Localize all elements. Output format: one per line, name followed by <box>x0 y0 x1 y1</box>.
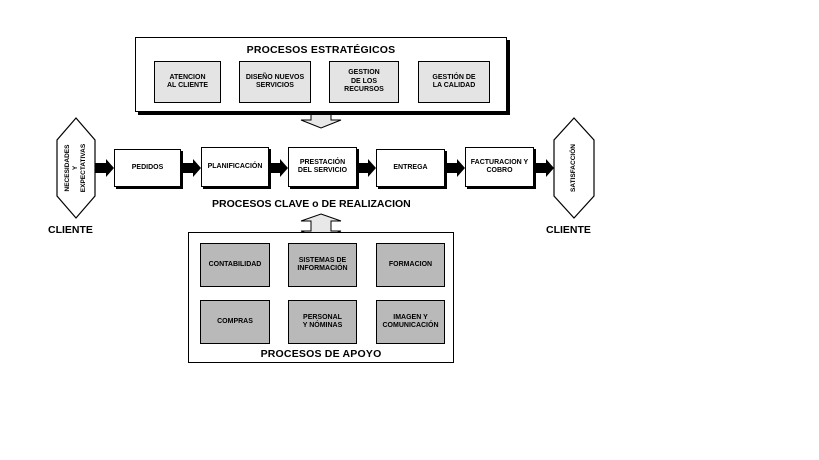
support-box-compras[interactable]: COMPRAS <box>200 300 270 344</box>
arrow-facturacion-to-hex <box>534 159 554 177</box>
support-processes-frame: CONTABILIDAD SISTEMAS DE INFORMACIÓN FOR… <box>188 232 454 363</box>
support-box-imagen-comunicacion[interactable]: IMAGEN Y COMUNICACIÓN <box>376 300 445 344</box>
key-step-prestacion[interactable]: PRESTACIÓN DEL SERVICIO <box>288 147 357 187</box>
support-box-formacion[interactable]: FORMACION <box>376 243 445 287</box>
right-client-satisfaction-text: SATISFACCIÓN <box>569 144 577 192</box>
right-client-label: CLIENTE <box>546 224 591 236</box>
key-step-facturacion[interactable]: FACTURACION Y COBRO <box>465 147 534 187</box>
support-processes-title: PROCESOS DE APOYO <box>260 348 382 360</box>
left-client-hexagon <box>56 117 96 219</box>
arrow-entrega-to-facturacion <box>445 159 465 177</box>
strategic-box-gestion-recursos[interactable]: GESTION DE LOS RECURSOS <box>329 61 399 103</box>
strategic-processes-frame: PROCESOS ESTRATÉGICOS ATENCION AL CLIENT… <box>135 37 507 112</box>
left-client-needs-text: NECESIDADES Y EXPECTATIVAS <box>63 143 88 193</box>
key-step-pedidos[interactable]: PEDIDOS <box>114 149 181 187</box>
arrow-prestacion-to-entrega <box>357 159 376 177</box>
strategic-box-gestion-calidad[interactable]: GESTIÓN DE LA CALIDAD <box>418 61 490 103</box>
flow-arrows <box>95 159 554 177</box>
left-client-label: CLIENTE <box>48 224 93 236</box>
key-step-planificacion[interactable]: PLANIFICACIÓN <box>201 147 269 187</box>
key-step-entrega[interactable]: ENTREGA <box>376 149 445 187</box>
support-box-personal-nominas[interactable]: PERSONAL Y NÓMINAS <box>288 300 357 344</box>
arrow-pedidos-to-planificacion <box>181 159 201 177</box>
support-box-contabilidad[interactable]: CONTABILIDAD <box>200 243 270 287</box>
right-client-hexagon <box>553 117 595 219</box>
arrow-hex-to-pedidos <box>95 159 114 177</box>
strategic-processes-title: PROCESOS ESTRATÉGICOS <box>246 44 396 56</box>
key-processes-title: PROCESOS CLAVE o DE REALIZACION <box>212 198 411 210</box>
arrow-planificacion-to-prestacion <box>269 159 288 177</box>
strategic-box-atencion-cliente[interactable]: ATENCION AL CLIENTE <box>154 61 221 103</box>
support-box-sistemas-informacion[interactable]: SISTEMAS DE INFORMACIÓN <box>288 243 357 287</box>
strategic-box-diseno-servicios[interactable]: DISEÑO NUEVOS SERVICIOS <box>239 61 311 103</box>
